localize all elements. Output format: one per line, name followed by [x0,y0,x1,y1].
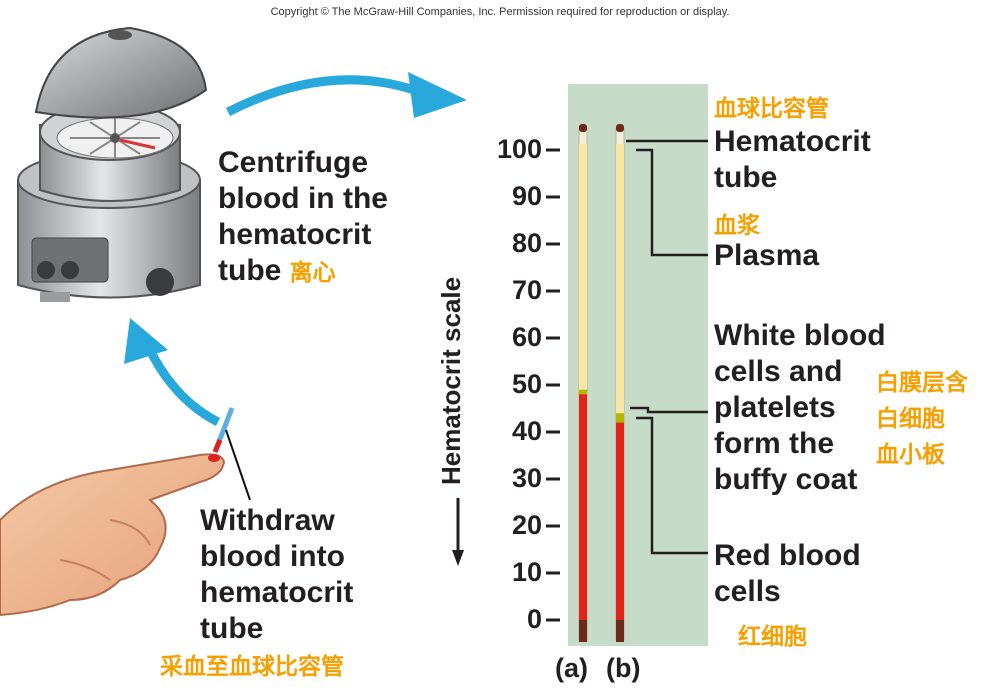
scale-tick-marks [546,148,560,622]
buffy-coat-layer [579,389,587,396]
scale-tick-label: 30 [511,463,542,493]
centrifuge-step-cn: 离心 [289,259,336,285]
plasma-layer [616,144,624,414]
centrifuge-illustration [17,26,208,302]
label-plasma-cn: 血浆 [714,212,760,238]
plasma-layer [579,144,587,390]
hand-illustration [0,407,251,617]
red-cells-layer [579,394,587,620]
label-buffy-coat-cn: 白膜层含 白细胞 血小板 [876,369,968,467]
leader-rbc [636,416,708,555]
leader-lines [626,139,708,555]
tube-top-cap [616,124,624,132]
scale-tick-label: 90 [511,181,542,211]
withdraw-step-text: Withdraw blood into hematocrit tube [200,504,354,645]
tube-bottom-cap [616,620,624,642]
tube-top-cap [579,124,587,132]
leader-buffy [630,406,708,414]
scale-tick-label: 20 [511,510,542,540]
label-red-blood-cells: Red blood cells [714,539,861,608]
scale-tick-label: 70 [511,275,542,305]
scale-arrowhead [452,550,464,566]
label-hematocrit-tube-cn: 血球比容管 [714,95,829,121]
label-red-blood-cells-cn: 红细胞 [738,623,807,649]
withdraw-step-cn: 采血至血球比容管 [160,653,344,679]
flow-arrow-to-tubes [225,75,422,117]
hematocrit-scale-title: Hematocrit scale [436,276,466,485]
tube-label-b: (b) [606,653,641,683]
copyright-notice: Copyright © The McGraw-Hill Companies, I… [270,6,730,18]
scale-tick-label: 60 [511,322,542,352]
flow-arrowhead-to-tubes [408,72,467,118]
flow-arrowhead-to-centrifuge [124,318,168,364]
scale-tick-label: 50 [511,369,542,399]
tube-label-a: (a) [555,653,588,683]
hematocrit-tube-b [615,124,625,642]
scale-tick-label: 100 [496,134,542,164]
scale-tick-label: 0 [526,604,542,634]
tube-bottom-cap [579,620,587,642]
flow-arrow-to-centrifuge [145,347,221,427]
scale-tick-label: 10 [511,557,542,587]
tube-panel-background [568,84,708,646]
centrifuge-step-text: Centrifuge blood in the hematocrit tube … [218,146,388,287]
label-buffy-coat: White blood cells and platelets form the… [714,319,886,496]
label-plasma: Plasma [714,239,820,272]
label-hematocrit-tube: Hematocrit tube [714,125,871,194]
leader-plasma [636,148,708,257]
scale-tick-label: 40 [511,416,542,446]
buffy-coat-layer [616,413,624,424]
red-cells-layer [616,422,624,620]
hematocrit-tube-a [578,124,588,642]
scale-tick-label: 80 [511,228,542,258]
